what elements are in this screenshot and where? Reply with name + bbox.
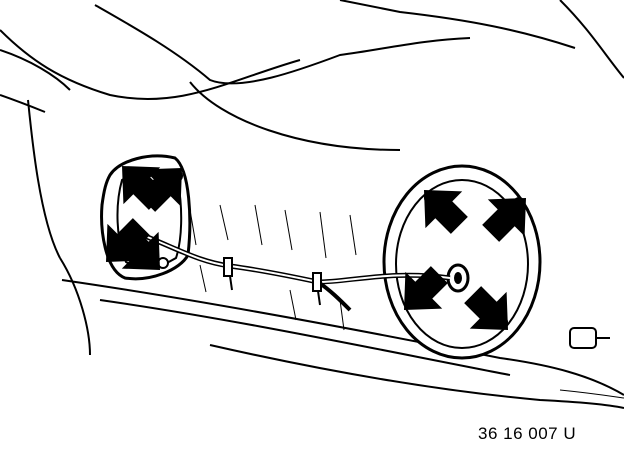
connector (569, 327, 610, 349)
cable-harness (139, 231, 451, 312)
right-round-cover (382, 164, 542, 360)
cable-clip (312, 272, 322, 292)
cable-clip (223, 257, 233, 277)
panel-shading (189, 204, 357, 331)
body-panel-outline (0, 0, 624, 409)
figure-reference-code: 36 16 007 U (478, 424, 577, 443)
